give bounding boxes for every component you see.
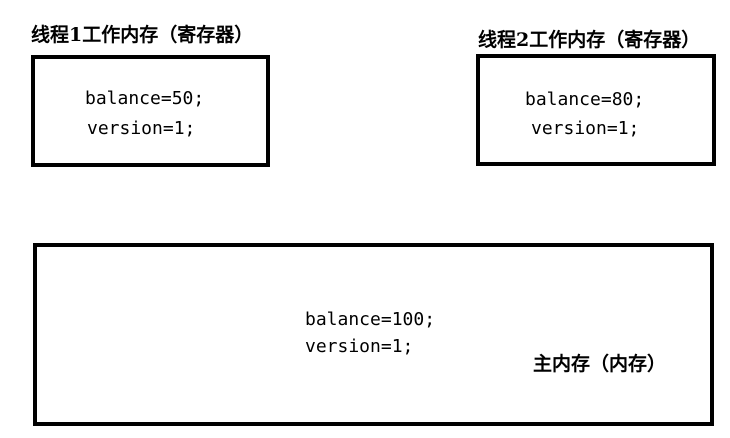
main-memory-version-value: version=1; bbox=[305, 336, 414, 357]
thread1-version-value: version=1; bbox=[87, 118, 196, 139]
main-memory-balance-value: balance=100; bbox=[305, 309, 436, 330]
main-memory-box: balance=100; version=1; 主内存（内存） bbox=[33, 243, 714, 426]
thread2-memory-title: 线程2工作内存（寄存器） bbox=[478, 29, 701, 51]
thread1-memory-box: balance=50; version=1; bbox=[31, 55, 270, 167]
thread2-memory-box: balance=80; version=1; bbox=[476, 54, 716, 166]
thread1-memory-title: 线程1工作内存（寄存器） bbox=[31, 24, 254, 46]
main-memory-label: 主内存（内存） bbox=[533, 353, 667, 375]
thread1-balance-value: balance=50; bbox=[85, 88, 205, 109]
thread2-balance-value: balance=80; bbox=[525, 89, 645, 110]
thread2-version-value: version=1; bbox=[531, 118, 640, 139]
